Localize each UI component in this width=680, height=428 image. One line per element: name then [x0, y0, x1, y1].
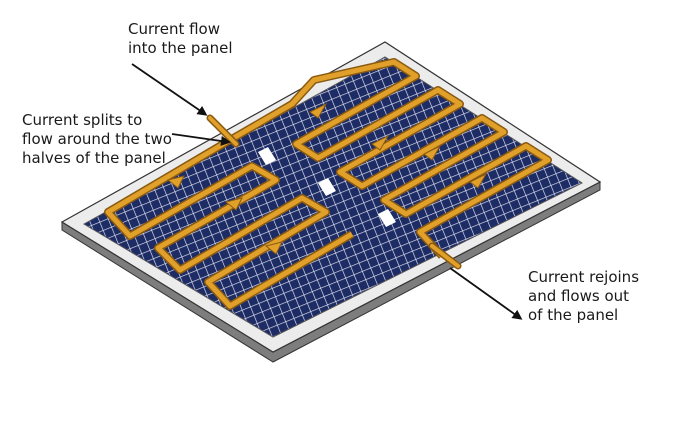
callout-arrow-current-out [449, 267, 523, 320]
panel-centre-gaps [258, 147, 396, 227]
current-path-left-half [104, 136, 355, 310]
panel-wires [206, 114, 462, 270]
callout-arrow-current-in [131, 63, 208, 116]
label-current-split-line-1: Current splits to [22, 111, 143, 129]
current-path-right-half [227, 58, 552, 259]
label-current-out-line-3: of the panel [528, 306, 619, 324]
label-current-in-line-2: into the panel [128, 39, 233, 57]
label-current-in-line-1: Current flow [128, 20, 220, 38]
label-current-in: Current flow into the panel [128, 20, 233, 58]
label-current-split-line-3: halves of the panel [22, 149, 166, 167]
label-current-out-line-1: Current rejoins [528, 268, 640, 286]
callout-arrow-current-split [171, 133, 231, 146]
solar-cells [82, 56, 584, 338]
label-current-split-line-2: flow around the two [22, 130, 172, 148]
label-current-out: Current rejoins and flows out of the pan… [528, 268, 639, 325]
current-direction-arrows [166, 102, 488, 255]
label-current-split: Current splits to flow around the two ha… [22, 111, 172, 168]
label-current-out-line-2: and flows out [528, 287, 630, 305]
